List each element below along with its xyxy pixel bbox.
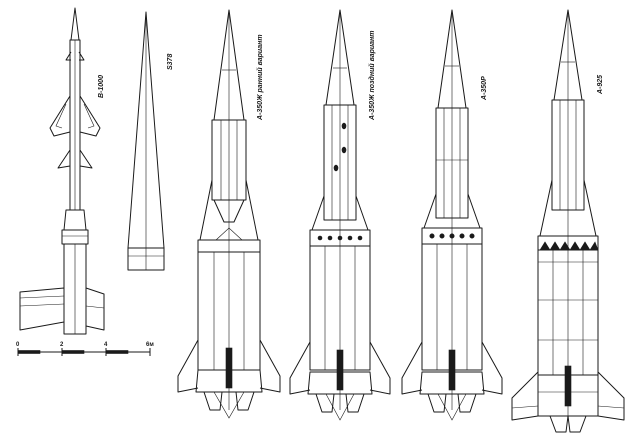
a925-missile-drawing	[511, 9, 625, 433]
scale-tick-2: 2	[60, 342, 64, 348]
v1000-missile-drawing	[19, 7, 105, 335]
label-a350r: А-350Р	[481, 76, 488, 101]
scale-bar	[17, 348, 151, 356]
scale-tick-6m: 6м	[146, 342, 154, 348]
s378-stage-drawing	[127, 11, 165, 271]
a350r-missile-drawing	[401, 9, 503, 421]
label-v1000: В-1000	[98, 75, 105, 98]
scale-tick-4: 4	[104, 342, 108, 348]
a350zh-late-missile-drawing	[289, 9, 391, 421]
label-a350zh-early: А-350Ж ранний вариант	[256, 34, 264, 121]
label-a925: А-925	[597, 75, 604, 95]
label-a350zh-late: А-350Ж поздний вариант	[368, 30, 376, 121]
label-s378: S378	[167, 54, 174, 70]
a350zh-early-missile-drawing	[177, 9, 281, 419]
scale-tick-0: 0	[16, 342, 20, 348]
